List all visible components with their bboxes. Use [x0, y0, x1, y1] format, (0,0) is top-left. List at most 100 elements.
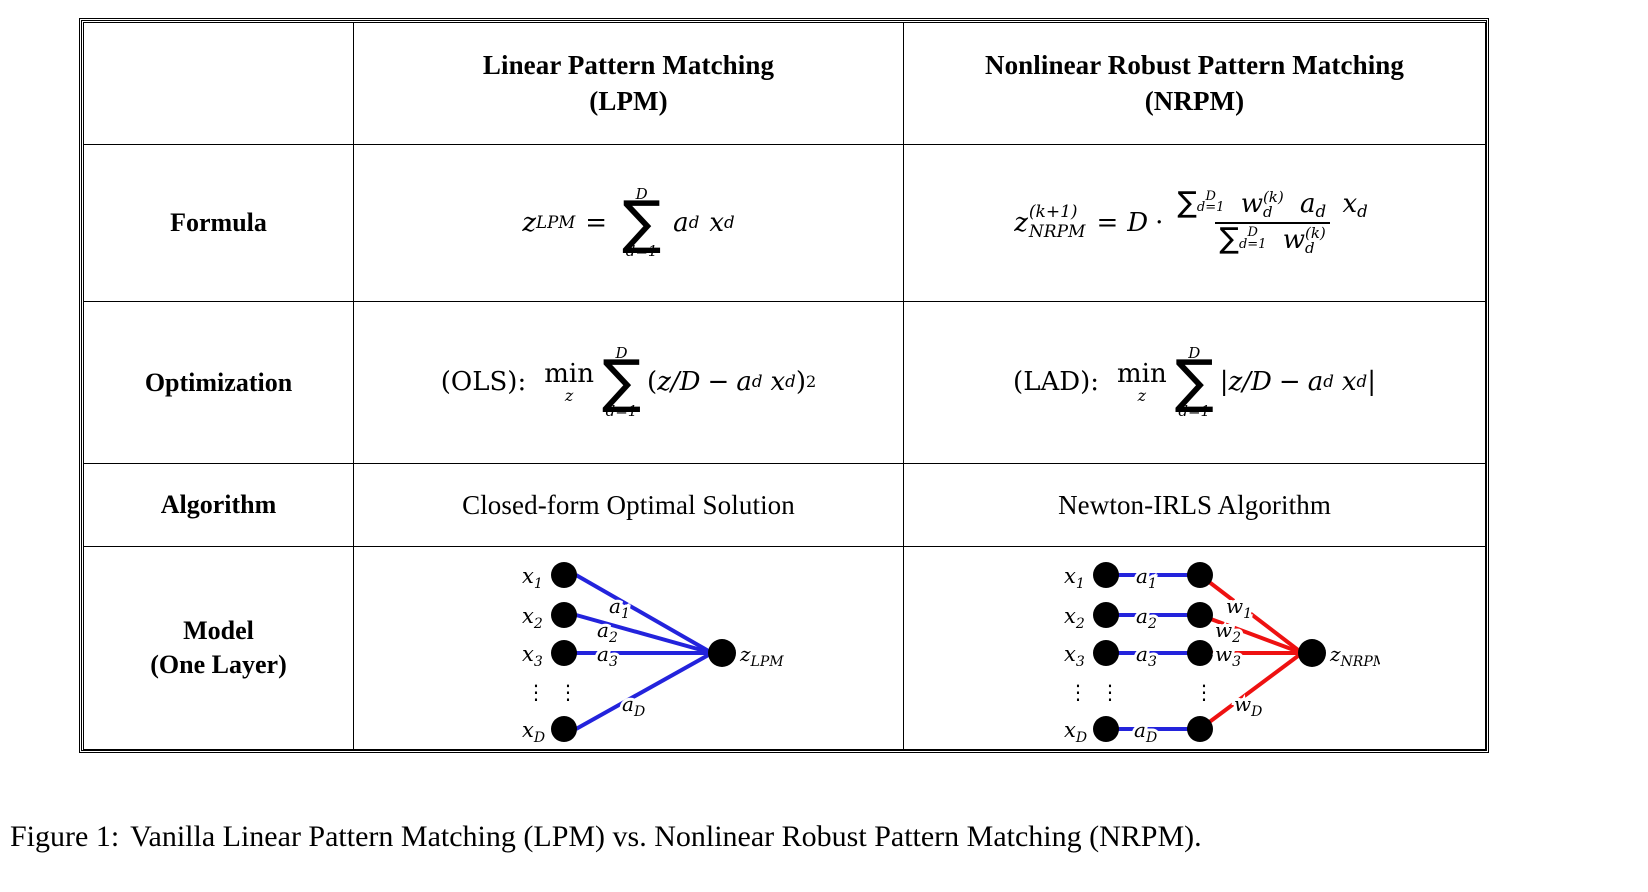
header-cell-lpm: Linear Pattern Matching (LPM) [353, 22, 904, 145]
math-D-factor: D [1127, 207, 1149, 238]
lpm-label-a3: a3 [597, 642, 618, 670]
header-lpm-line2: (LPM) [589, 85, 668, 116]
denominator-sum-limits: D d=1 [1239, 226, 1267, 251]
num-sum-lower: d=1 [1196, 200, 1225, 216]
header-corner-cell [83, 22, 354, 145]
sigma-glyph-small-den: ∑ [1219, 221, 1239, 256]
table-row-model: Model (One Layer) [83, 546, 1486, 750]
lpm-label-a1: a1 [609, 594, 630, 622]
sigma-glyph-ols: ∑ [601, 347, 642, 416]
lad-a-sub: d [1323, 372, 1334, 392]
header-cell-nrpm: Nonlinear Robust Pattern Matching (NRPM) [903, 22, 1486, 145]
row-label-algorithm: Algorithm [83, 463, 354, 547]
nrpm-label-a2: a2 [1136, 604, 1157, 632]
nrpm-label-x3: x3 [1064, 642, 1085, 670]
lpm-output-label: zLPM [739, 642, 784, 670]
nrpm-output-label: zNRPM [1329, 642, 1380, 670]
row-label-model-line2: (One Layer) [150, 650, 287, 679]
min-over-z-ols: min z [544, 361, 594, 404]
lpm-label-x2: x2 [522, 604, 543, 632]
figure-caption: Figure 1:Vanilla Linear Pattern Matching… [10, 820, 1640, 854]
nrpm-input-node-1 [1092, 562, 1119, 588]
ols-z: z [657, 367, 671, 398]
w-num-subscript: d [1262, 202, 1273, 221]
nrpm-edge-w2 [1198, 613, 1303, 655]
math-x-sub: d [724, 212, 735, 232]
header-nrpm-line1: Nonlinear Robust Pattern Matching [984, 49, 1405, 80]
nrpm-hidden-node-3 [1186, 640, 1213, 666]
math-a-sub: d [688, 212, 700, 232]
lpm-label-xD: xD [522, 718, 545, 743]
model-cell-lpm: x1 x2 x3 xD ⋮ ⋮ a1 a1 a2 a2 [353, 546, 904, 750]
math-w-den-scripts: (k) d [1305, 226, 1326, 256]
nrpm-label-a3: a3 [1136, 642, 1157, 670]
lad-sum-lower: d=1 [1178, 401, 1211, 420]
nrpm-hidden-node-1 [1186, 562, 1213, 588]
lpm-vdots-nodes: ⋮ [558, 680, 578, 704]
math-x: x [709, 207, 725, 238]
nrpm-output-node [1297, 639, 1326, 667]
lad-bar-open: | [1219, 367, 1229, 398]
ols-paren-open: ( [647, 367, 658, 398]
lpm-input-node-D [550, 716, 577, 742]
nrpm-edges-w [1198, 573, 1303, 731]
lad-slash: / [1242, 367, 1252, 398]
math-w-num-scripts: (k) d [1262, 189, 1284, 221]
nrpm-vdots-hidden-nodes: ⋮ [1194, 680, 1214, 704]
math-a-num: a [1300, 188, 1316, 219]
lad-prefix: (LAD): [1013, 367, 1099, 398]
lad-z: z [1228, 367, 1243, 398]
math-z-subscript: NRPM [1028, 222, 1086, 243]
lpm-label-x1: x1 [522, 564, 543, 592]
math-summation-lpm: D ∑ d=1 [622, 186, 661, 259]
table-header-row: Linear Pattern Matching (LPM) Nonlinear … [83, 22, 1486, 145]
nrpm-input-node-2 [1092, 602, 1119, 628]
w-den-subscript: d [1304, 239, 1315, 258]
nrpm-label-x1: x1 [1064, 564, 1085, 592]
math-x-num: x [1342, 188, 1358, 219]
lad-a: a [1307, 367, 1324, 398]
math-sub-lpm: LPM [536, 212, 576, 232]
lpm-input-nodes [550, 562, 736, 742]
ols-minus: − [707, 367, 730, 398]
formula-cell-nrpm: z (k+1) NRPM = D · ∑ [903, 144, 1486, 302]
lpm-edge-2 [574, 613, 713, 655]
min-operator: min [544, 358, 594, 389]
fraction-denominator: ∑ D d=1 w (k) d [1215, 221, 1330, 256]
math-z-superscript: (k+1) [1028, 202, 1078, 223]
algorithm-cell-lpm: Closed-form Optimal Solution [353, 463, 904, 547]
header-nrpm-title: Nonlinear Robust Pattern Matching (NRPM) [904, 48, 1485, 119]
lad-D: D [1251, 367, 1272, 398]
sigma-glyph-lad: ∑ [1174, 347, 1214, 416]
nrpm-network-diagram: x1 x2 x3 xD ⋮ ⋮ ⋮ a1 a1 a2 [1064, 561, 1380, 743]
nrpm-label-wD: wD [1234, 692, 1262, 720]
ols-slash: / [670, 367, 680, 398]
ols-prefix: (OLS): [440, 367, 527, 398]
denominator-summation: ∑ D d=1 [1219, 221, 1267, 256]
row-label-model-line1: Model [183, 616, 254, 646]
math-cdot: · [1155, 207, 1164, 238]
nrpm-label-x2: x2 [1064, 604, 1085, 632]
numerator-sum-limits: D d=1 [1197, 190, 1225, 215]
lpm-edge-D [574, 651, 713, 731]
numerator-summation: ∑ D d=1 [1177, 187, 1225, 216]
lpm-edges [574, 573, 713, 731]
nrpm-edge-wD [1198, 651, 1303, 731]
lpm-input-node-1 [550, 562, 577, 588]
nrpm-hidden-node-D [1186, 716, 1213, 742]
lad-minus: − [1278, 367, 1301, 398]
row-label-model: Model (One Layer) [83, 546, 354, 750]
nrpm-label-a1: a1 [1136, 564, 1157, 592]
figure-caption-text: Vanilla Linear Pattern Matching (LPM) vs… [130, 820, 1202, 853]
lpm-weight-labels: a1 a1 a2 a2 a3 a3 aD aD [594, 591, 648, 723]
nrpm-edges-a [1117, 573, 1188, 731]
lpm-edge-1 [574, 573, 713, 655]
ols-sum-upper: D [615, 344, 628, 363]
ols-x: x [770, 367, 786, 398]
